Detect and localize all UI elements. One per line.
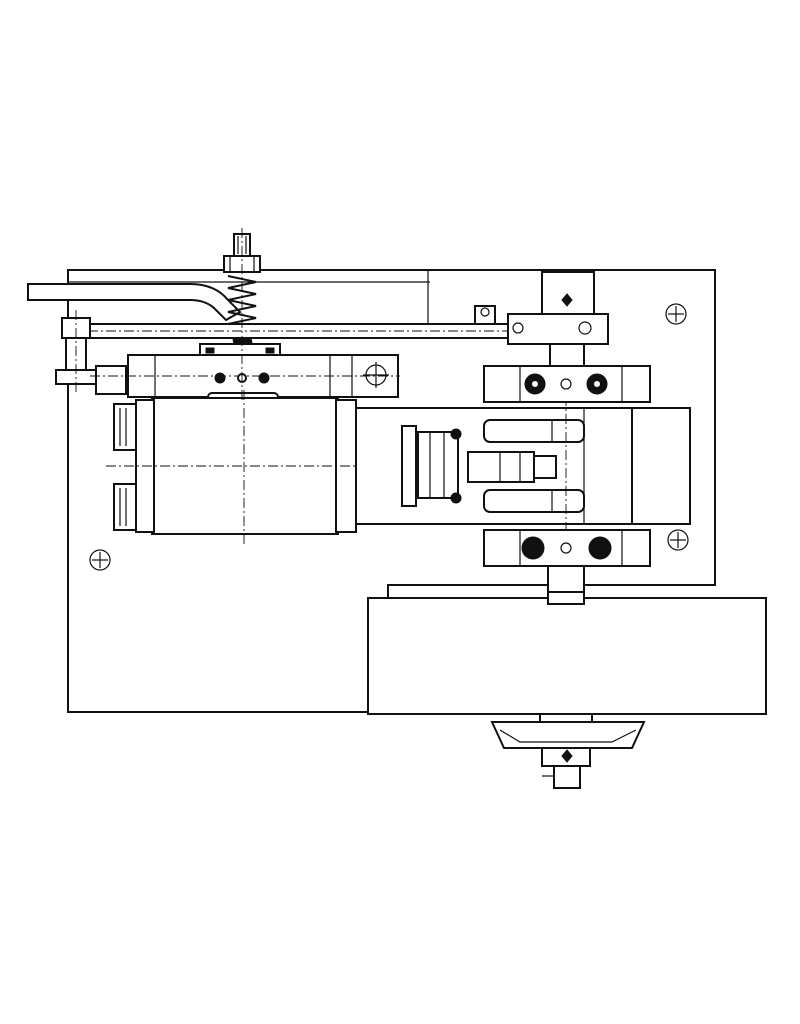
crosshead-yoke [402,360,584,720]
bearing-block-lower [484,530,650,598]
feed-arm [28,284,240,320]
pivot-block [56,310,96,392]
mounting-hole-upper-right [666,304,686,324]
bearing-block-upper [484,272,650,402]
mounting-hole-left [90,550,110,570]
main-shaft [542,766,580,788]
v-belt-pulley [492,722,644,766]
slide-block [90,344,400,402]
mounting-hole-mid-right [668,530,688,550]
flywheel [368,592,766,722]
connecting-rod [70,270,530,338]
